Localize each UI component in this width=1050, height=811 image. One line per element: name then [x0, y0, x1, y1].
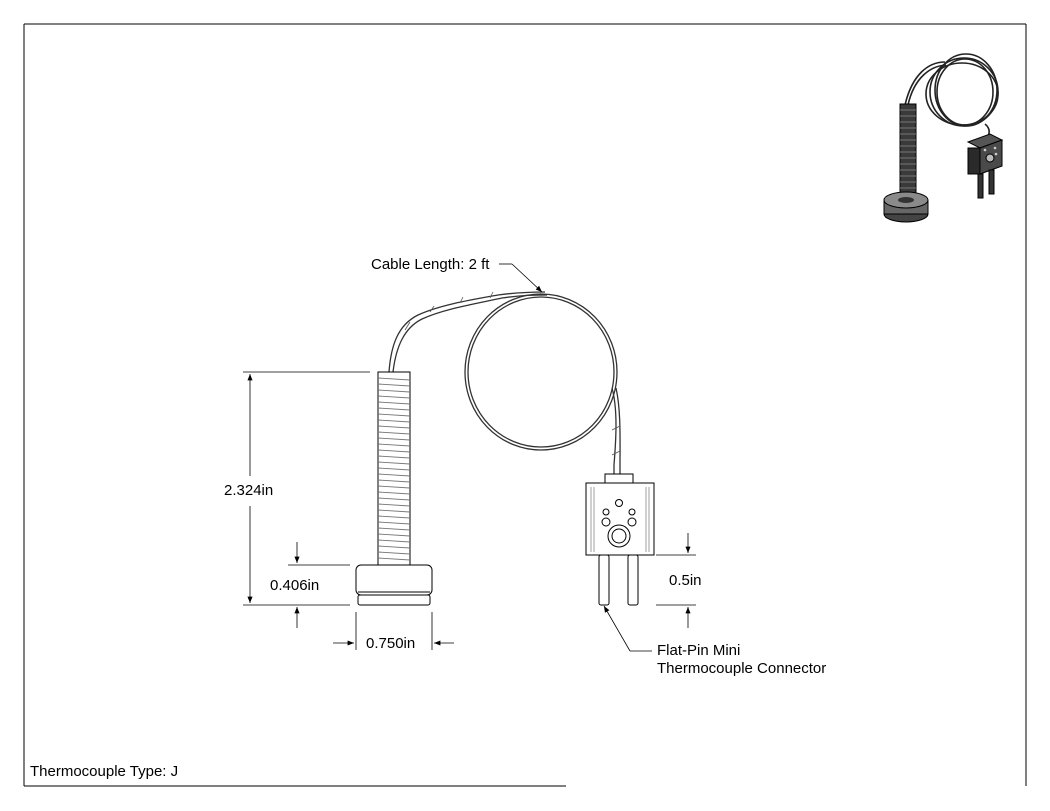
head-diameter-label: 0.750in [366, 635, 415, 652]
dimension-overall-length [243, 371, 370, 606]
dimension-head-diameter [333, 612, 454, 650]
pin-length-label: 0.5in [669, 572, 702, 589]
dimension-pin-length [656, 533, 696, 628]
connector-leader [603, 605, 652, 652]
overall-length-label: 2.324in [224, 482, 273, 499]
thumbnail-probe-stem [899, 103, 917, 201]
sheet-border [23, 23, 1027, 787]
cable-length-leader [499, 263, 543, 293]
thumbnail-probe-head [883, 191, 929, 223]
mini-connector [585, 473, 655, 606]
probe-head [355, 564, 433, 606]
probe-threaded-stem [377, 371, 411, 566]
connector-label-line2: Thermocouple Connector [657, 660, 826, 677]
isometric-thumbnail [883, 53, 1004, 223]
head-height-label: 0.406in [270, 577, 319, 594]
dimension-head-height [288, 542, 350, 628]
thumbnail-connector [966, 133, 1004, 199]
cable-length-label: Cable Length: 2 ft [371, 256, 490, 273]
thumbnail-cable-coil [904, 53, 999, 137]
connector-label-line1: Flat-Pin Mini [657, 642, 740, 659]
twisted-cable [388, 291, 621, 480]
thermocouple-type-label: Thermocouple Type: J [30, 763, 178, 780]
